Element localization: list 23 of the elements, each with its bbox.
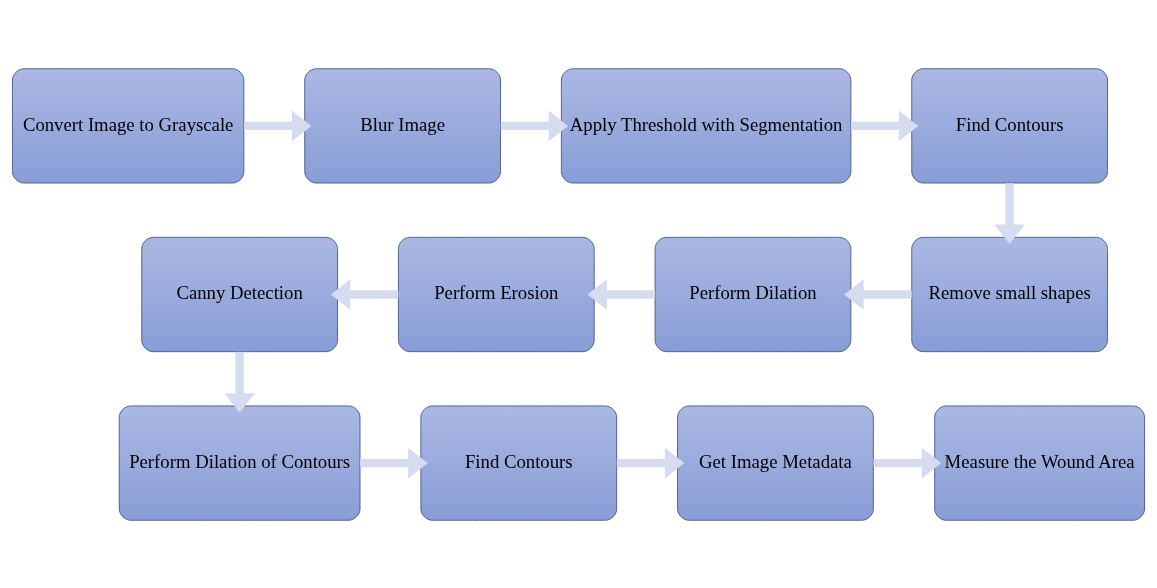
node-box: Find Contours <box>911 67 1108 183</box>
node-box: Perform Erosion <box>397 236 595 352</box>
arrow <box>851 110 919 141</box>
node-box: Get Image Metadata <box>677 405 874 521</box>
node-box: Perform Dilation of Contours <box>118 405 361 521</box>
node-box: Find Contours <box>420 405 618 521</box>
arrow <box>873 447 942 478</box>
arrow <box>243 110 312 141</box>
arrow <box>616 447 685 478</box>
node-box: Perform Dilation <box>654 236 852 352</box>
arrow <box>360 447 428 478</box>
arrow <box>330 278 399 310</box>
arrow <box>500 110 569 141</box>
node-box: Convert Image to Grayscale <box>12 67 245 183</box>
node-box: Remove small shapes <box>911 236 1108 352</box>
arrow <box>224 351 255 413</box>
arrow <box>587 278 656 310</box>
node-box: Apply Threshold with Segmentation <box>560 67 852 183</box>
arrow <box>844 278 912 310</box>
node-box: Measure the Wound Area <box>934 405 1145 521</box>
node-box: Canny Detection <box>141 236 338 352</box>
node-box: Blur Image <box>304 67 501 183</box>
arrow <box>994 182 1025 244</box>
